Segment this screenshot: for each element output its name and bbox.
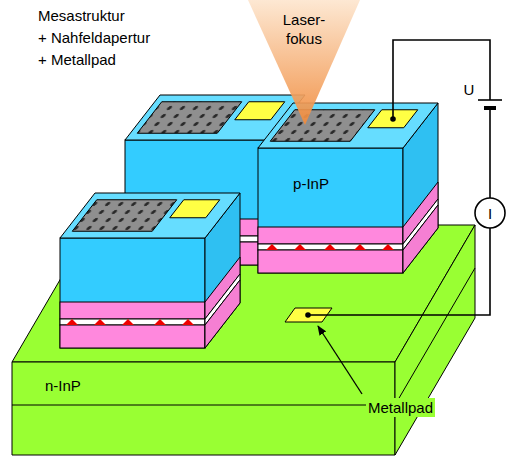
quantum-dot (66, 319, 78, 325)
mesa-top (60, 193, 240, 238)
laser-cone (248, 0, 360, 125)
contact-dot (391, 117, 395, 121)
mesa-right (258, 103, 438, 273)
wire (308, 228, 490, 315)
quantum-dot (294, 244, 306, 250)
ammeter-symbol (475, 198, 505, 228)
aperture-field (72, 200, 177, 232)
part-label: Metallpad (366, 398, 435, 417)
wire (393, 40, 490, 119)
caption-line: + Nahfeldapertur (38, 28, 150, 47)
quantum-dot (122, 319, 134, 325)
layer-label: p-InP (293, 174, 329, 193)
aperture-field (270, 110, 375, 142)
voltage-label: U (464, 80, 475, 99)
wire (489, 108, 491, 198)
substrate-layer-line (12, 405, 395, 406)
quantum-dot (94, 319, 106, 325)
pink-layer (60, 325, 205, 348)
leader-line (318, 326, 362, 394)
quantum-dot (382, 244, 394, 250)
battery-plate-long (478, 99, 502, 101)
mesa-left (60, 193, 240, 348)
active-layer (258, 244, 403, 250)
mesa-front (258, 148, 403, 273)
laser-label: Laser- fokus (276, 10, 332, 48)
quantum-dot (324, 244, 336, 250)
pink-layer (60, 302, 205, 319)
quantum-dot (354, 244, 366, 250)
quantum-dot (154, 319, 166, 325)
quantum-dots (66, 319, 194, 325)
quantum-dot (266, 244, 278, 250)
mesa-front (60, 238, 205, 348)
substrate-front (12, 362, 395, 455)
mesa-top (258, 103, 438, 148)
layer-label: n-InP (45, 376, 81, 395)
pink-layer (403, 205, 438, 273)
battery-plate-short (484, 106, 496, 110)
pink-layer (258, 227, 403, 244)
substrate-layer-line (395, 268, 475, 405)
active-layer (60, 319, 205, 325)
caption-line: + Metallpad (38, 50, 116, 69)
pink-layer (258, 250, 403, 273)
metal-pad (170, 200, 220, 218)
quantum-dots (266, 244, 394, 250)
pink-layer (205, 280, 240, 348)
quantum-dot (182, 319, 194, 325)
circuit (306, 40, 505, 317)
caption-line: Mesastruktur (38, 6, 125, 25)
aperture-field (137, 102, 242, 134)
metal-pad (235, 102, 285, 120)
current-label: I (488, 204, 492, 223)
contact-dot (306, 313, 310, 317)
